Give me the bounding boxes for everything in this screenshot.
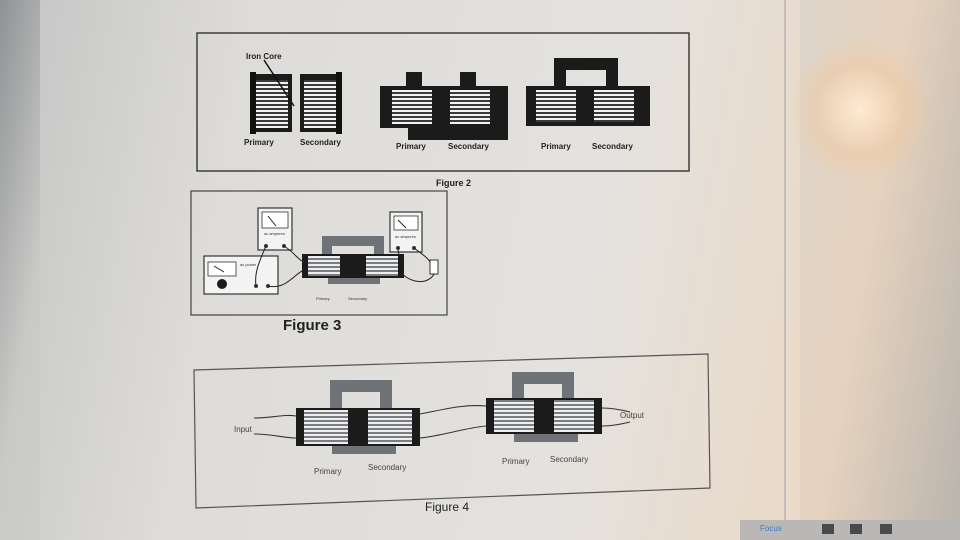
figure-3: ac amperes ac amperes ac power Primary S… xyxy=(190,190,448,316)
figure-2-caption: Figure 2 xyxy=(436,178,472,188)
fig3-secondary-label: Secondary xyxy=(348,296,367,301)
figure-3-frame xyxy=(190,190,448,316)
figure4-transformer-1: Primary Secondary xyxy=(296,380,420,476)
iron-core-label: Iron Core xyxy=(246,52,282,61)
ammeter-left-label: ac amperes xyxy=(264,231,285,236)
ammeter-left: ac amperes xyxy=(257,207,293,251)
ac-power-label: ac power xyxy=(240,262,257,267)
print-layout-icon[interactable] xyxy=(822,524,834,534)
screen-glare xyxy=(790,40,930,180)
figure-4-frame xyxy=(193,353,711,509)
t1-secondary-label: Secondary xyxy=(300,138,341,147)
fig4-t2-secondary-label: Secondary xyxy=(550,455,588,464)
t2-primary-label: Primary xyxy=(396,142,426,151)
ammeter-right-label: ac amperes xyxy=(395,234,416,239)
fig4-t1-secondary-label: Secondary xyxy=(368,463,406,472)
transformer: Primary Secondary xyxy=(302,236,404,301)
read-mode-icon[interactable] xyxy=(850,524,862,534)
figure-3-caption: Figure 3 xyxy=(283,317,342,334)
figure-4: Primary Secondary Primary Secondary Inpu… xyxy=(193,353,711,509)
figure4-wires xyxy=(253,405,631,439)
t3-primary-label: Primary xyxy=(541,142,571,151)
figure-4-caption: Figure 4 xyxy=(425,500,470,514)
ammeter-right: ac amperes xyxy=(389,211,423,253)
figure-2: Iron Core Primary Secondary Primary Seco… xyxy=(196,32,690,172)
output-label: Output xyxy=(620,411,645,420)
page-edge xyxy=(784,0,786,540)
web-layout-icon[interactable] xyxy=(880,524,892,534)
fig4-t2-primary-label: Primary xyxy=(502,457,530,466)
load-resistor xyxy=(429,259,439,275)
input-label: Input xyxy=(234,425,253,434)
t3-secondary-label: Secondary xyxy=(592,142,633,151)
figure-2-frame xyxy=(196,32,690,172)
t2-secondary-label: Secondary xyxy=(448,142,489,151)
wires xyxy=(255,245,435,288)
transformer-3: Primary Secondary xyxy=(526,58,650,151)
transformer-1: Iron Core Primary Secondary xyxy=(244,52,342,147)
t1-primary-label: Primary xyxy=(244,138,274,147)
figure4-transformer-2: Primary Secondary xyxy=(486,372,602,466)
focus-mode-button[interactable]: Focus xyxy=(760,524,782,533)
fig3-primary-label: Primary xyxy=(316,296,330,301)
fig4-t1-primary-label: Primary xyxy=(314,467,342,476)
ac-power-supply: ac power xyxy=(203,255,279,295)
transformer-2: Primary Secondary xyxy=(380,72,508,151)
